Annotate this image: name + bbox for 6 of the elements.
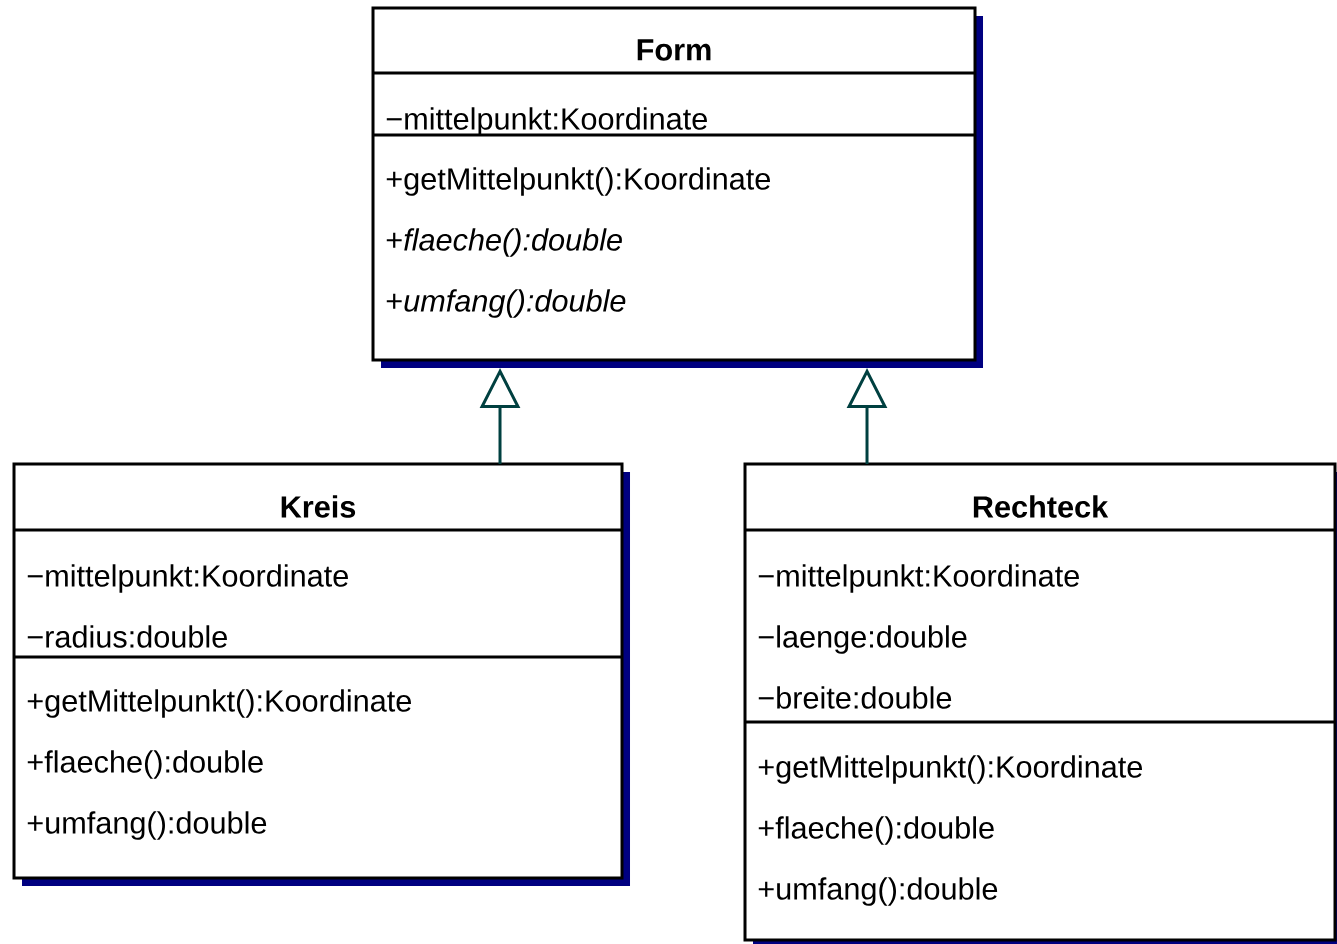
member-list: −mittelpunkt:Koordinate [386, 107, 707, 136]
member-list: −mittelpunkt:Koordinate −laenge:double −breite:double [758, 564, 1079, 709]
member-list: +getMittelpunkt():Koordinate +flaeche():double +umfang():double [758, 755, 1142, 906]
member-list: +getMittelpunkt():Koordinate +flaeche():double +umfang():double [386, 167, 770, 318]
member-list: +getMittelpunkt():Koordinate +flaeche():double +umfang():double [27, 689, 411, 840]
member-list: −mittelpunkt:Koordinate −radius:double [27, 564, 348, 648]
